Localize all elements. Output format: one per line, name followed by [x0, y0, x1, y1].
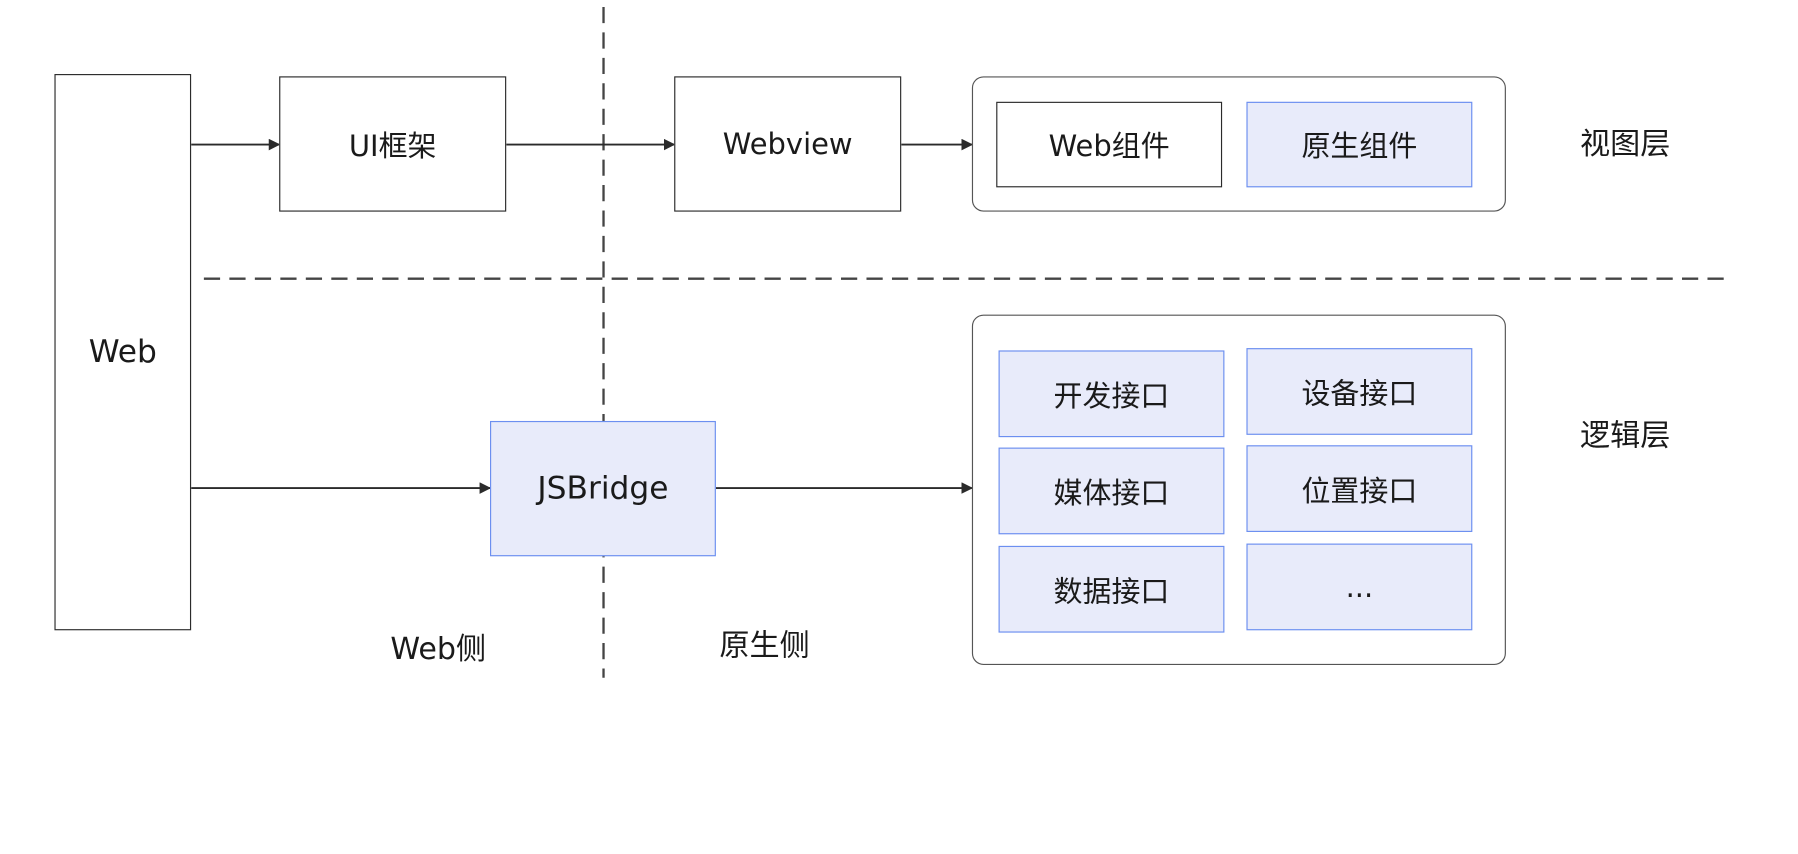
media-interface-box: 媒体接口 [998, 447, 1225, 535]
jsbridge-label: JSBridge [537, 470, 669, 507]
device-interface-box: 设备接口 [1246, 348, 1473, 435]
web-box-label: Web [88, 334, 157, 371]
native-component-box: 原生组件 [1246, 101, 1473, 188]
jsbridge-box: JSBridge [490, 420, 716, 557]
more-interfaces-label: ... [1345, 570, 1374, 604]
native-side-label: 原生侧 [719, 629, 810, 664]
data-interface-box: 数据接口 [998, 545, 1225, 633]
ui-framework-label: UI框架 [348, 128, 437, 163]
connectors [191, 6, 1729, 678]
webview-label: Webview [722, 127, 853, 161]
webview-box: Webview [674, 76, 902, 212]
location-interface-box: 位置接口 [1246, 445, 1473, 532]
web-box: Web [54, 74, 192, 631]
media-interface-label: 媒体接口 [1053, 475, 1170, 510]
logic-layer-label: 逻辑层 [1580, 418, 1671, 454]
web-component-label: Web组件 [1048, 129, 1170, 164]
view-layer-label: 视图层 [1580, 127, 1671, 162]
location-interface-label: 位置接口 [1301, 473, 1418, 508]
ui-framework-box: UI框架 [279, 76, 507, 212]
dev-interface-label: 开发接口 [1053, 378, 1170, 413]
native-component-label: 原生组件 [1301, 129, 1418, 164]
more-interfaces-box: ... [1246, 543, 1473, 631]
dev-interface-box: 开发接口 [998, 350, 1225, 438]
data-interface-label: 数据接口 [1053, 574, 1170, 608]
device-interface-label: 设备接口 [1301, 376, 1418, 410]
web-component-box: Web组件 [996, 101, 1223, 188]
web-side-label: Web侧 [390, 632, 487, 668]
